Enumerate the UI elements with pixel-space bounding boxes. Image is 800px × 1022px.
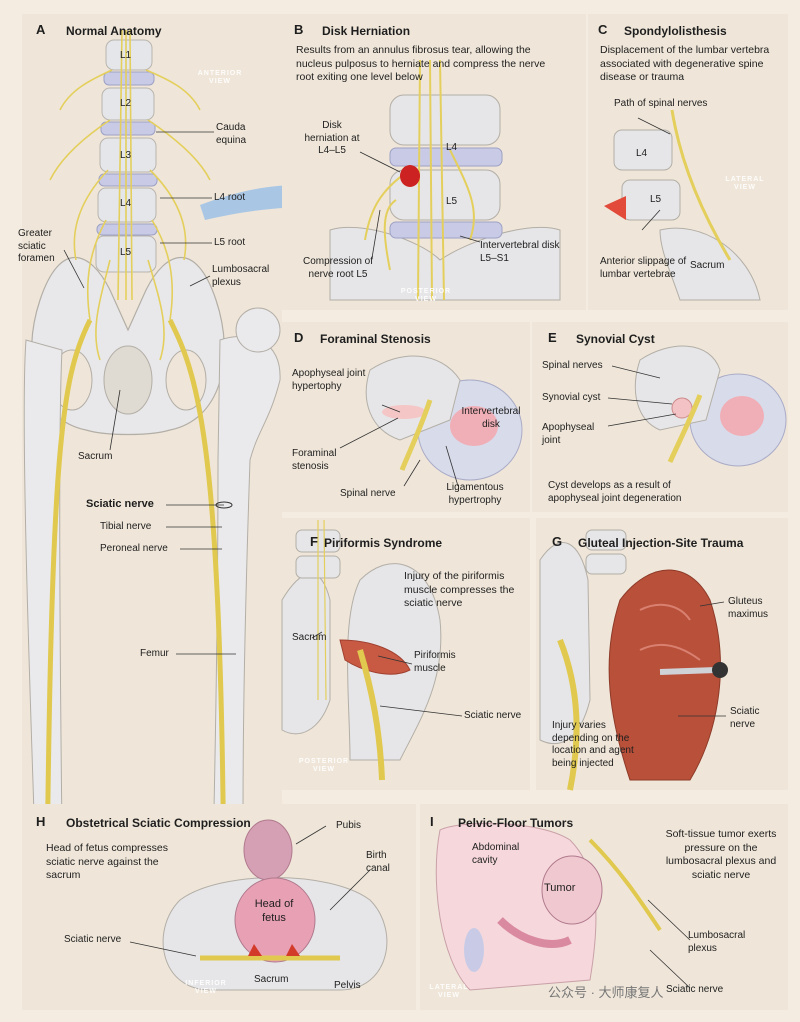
- panel-c-letter: C: [598, 22, 608, 37]
- panel-g-title: Gluteal Injection-Site Trauma: [578, 536, 744, 550]
- panel-h-title: Obstetrical Sciatic Compression: [66, 816, 251, 830]
- label-pelvis: Pelvis: [334, 980, 361, 991]
- label-lumbosacral-plexus: Lumbosacral plexus: [212, 264, 270, 288]
- label-foraminal-stenosis: Foraminal stenosis: [292, 448, 337, 472]
- label-disk-herniation: Disk herniation at L4–L5: [304, 120, 360, 156]
- label-piriformis-muscle: Piriformis muscle: [414, 650, 456, 674]
- panel-f-letter: F: [310, 534, 318, 549]
- label-intervertebral-disk-b: Intervertebral disk L5–S1: [480, 240, 560, 264]
- panel-i-description: Soft-tissue tumor exerts pressure on the…: [665, 828, 777, 881]
- label-abdominal-cavity: Abdominal cavity: [472, 842, 520, 866]
- view-label-i: LATERAL VIEW: [429, 984, 469, 999]
- label-birth-canal: Birth canal: [366, 850, 390, 874]
- panel-i-title: Pelvic-Floor Tumors: [458, 816, 574, 830]
- label-h-sciatic-nerve: Sciatic nerve: [64, 934, 122, 945]
- panel-b-letter: B: [294, 22, 304, 37]
- watermark: 公众号 · 大师康复人: [548, 985, 664, 1000]
- panel-f-description: Injury of the piriformis muscle compress…: [404, 570, 515, 610]
- label-f-sciatic-nerve: Sciatic nerve: [464, 710, 522, 721]
- label-synovial-cyst: Synovial cyst: [542, 392, 601, 403]
- label-tumor: Tumor: [544, 882, 576, 894]
- label-i-sciatic-nerve: Sciatic nerve: [666, 984, 724, 995]
- view-label-b: POSTERIOR VIEW: [400, 288, 452, 303]
- label-ligamentous-hypertrophy: Ligamentous hypertrophy: [446, 482, 504, 506]
- label-injury-varies: Injury varies depending on the location …: [552, 720, 634, 769]
- panel-d-title: Foraminal Stenosis: [320, 332, 431, 346]
- panel-d-letter: D: [294, 330, 304, 345]
- label-l5: L5: [120, 247, 132, 258]
- panel-g-letter: G: [552, 534, 563, 549]
- label-f-sacrum: Sacrum: [292, 632, 327, 643]
- label-anterior-slippage: Anterior slippage of lumbar vertebrae: [600, 256, 687, 280]
- label-greater-sciatic-foramen: Greater sciatic foramen: [18, 228, 55, 264]
- label-tibial-nerve: Tibial nerve: [100, 521, 152, 532]
- label-compression-nerve-root: Compression of nerve root L5: [302, 256, 374, 280]
- panel-e-title: Synovial Cyst: [576, 332, 655, 346]
- view-label-h: INFERIOR VIEW: [185, 980, 227, 995]
- panel-i-letter: I: [430, 814, 434, 829]
- label-apophyseal-hypertrophy: Apophyseal joint hypertophy: [292, 368, 366, 392]
- label-cyst-description: Cyst develops as a result of apophyseal …: [548, 480, 682, 504]
- label-c-l5: L5: [650, 194, 662, 205]
- label-h-sacrum: Sacrum: [254, 974, 289, 985]
- label-i-lumbosacral-plexus: Lumbosacral plexus: [688, 930, 746, 954]
- label-c-l4: L4: [636, 148, 648, 159]
- view-label-a: ANTERIOR VIEW: [197, 70, 243, 85]
- label-l1: L1: [120, 50, 132, 61]
- label-l3: L3: [120, 150, 132, 161]
- label-spinal-nerve-d: Spinal nerve: [340, 488, 396, 499]
- label-path-spinal-nerves: Path of spinal nerves: [614, 98, 708, 109]
- label-l2: L2: [120, 98, 132, 109]
- label-intervertebral-disk-d: Intervertebral disk: [461, 406, 521, 430]
- label-apophyseal-joint: Apophyseal joint: [542, 422, 595, 446]
- panel-c-title: Spondylolisthesis: [624, 24, 727, 38]
- panel-e-letter: E: [548, 330, 557, 345]
- panel-c-description: Displacement of the lumbar vertebra asso…: [600, 44, 770, 84]
- label-sciatic-nerve-a: Sciatic nerve: [86, 498, 154, 510]
- panel-h-description: Head of fetus compresses sciatic nerve a…: [46, 842, 168, 882]
- panel-b-description: Results from an annulus fibrosus tear, a…: [296, 44, 546, 84]
- panel-a-title: Normal Anatomy: [66, 24, 162, 38]
- label-pubis: Pubis: [336, 820, 362, 831]
- label-spinal-nerves-e: Spinal nerves: [542, 360, 603, 371]
- panel-h-letter: H: [36, 814, 46, 829]
- panel-f-title: Piriformis Syndrome: [324, 536, 443, 550]
- label-cauda-equina: Cauda equina: [216, 122, 247, 146]
- label-femur: Femur: [140, 648, 169, 659]
- label-g-sciatic-nerve: Sciatic nerve: [730, 706, 760, 730]
- view-label-c: LATERAL VIEW: [725, 176, 765, 191]
- label-gluteus-maximus: Gluteus maximus: [728, 596, 769, 620]
- label-b-l4: L4: [446, 142, 458, 153]
- label-l5-root: L5 root: [214, 237, 246, 248]
- label-l4: L4: [120, 198, 132, 209]
- view-label-f: POSTERIOR VIEW: [298, 758, 350, 773]
- label-c-sacrum: Sacrum: [690, 260, 725, 271]
- label-sacrum-a: Sacrum: [78, 451, 113, 462]
- panel-a-letter: A: [36, 22, 46, 37]
- label-peroneal-nerve: Peroneal nerve: [100, 543, 168, 554]
- label-head-of-fetus: Head of fetus: [254, 898, 294, 924]
- label-l4-root: L4 root: [214, 192, 246, 203]
- panel-b-title: Disk Herniation: [322, 24, 411, 38]
- label-b-l5: L5: [446, 196, 458, 207]
